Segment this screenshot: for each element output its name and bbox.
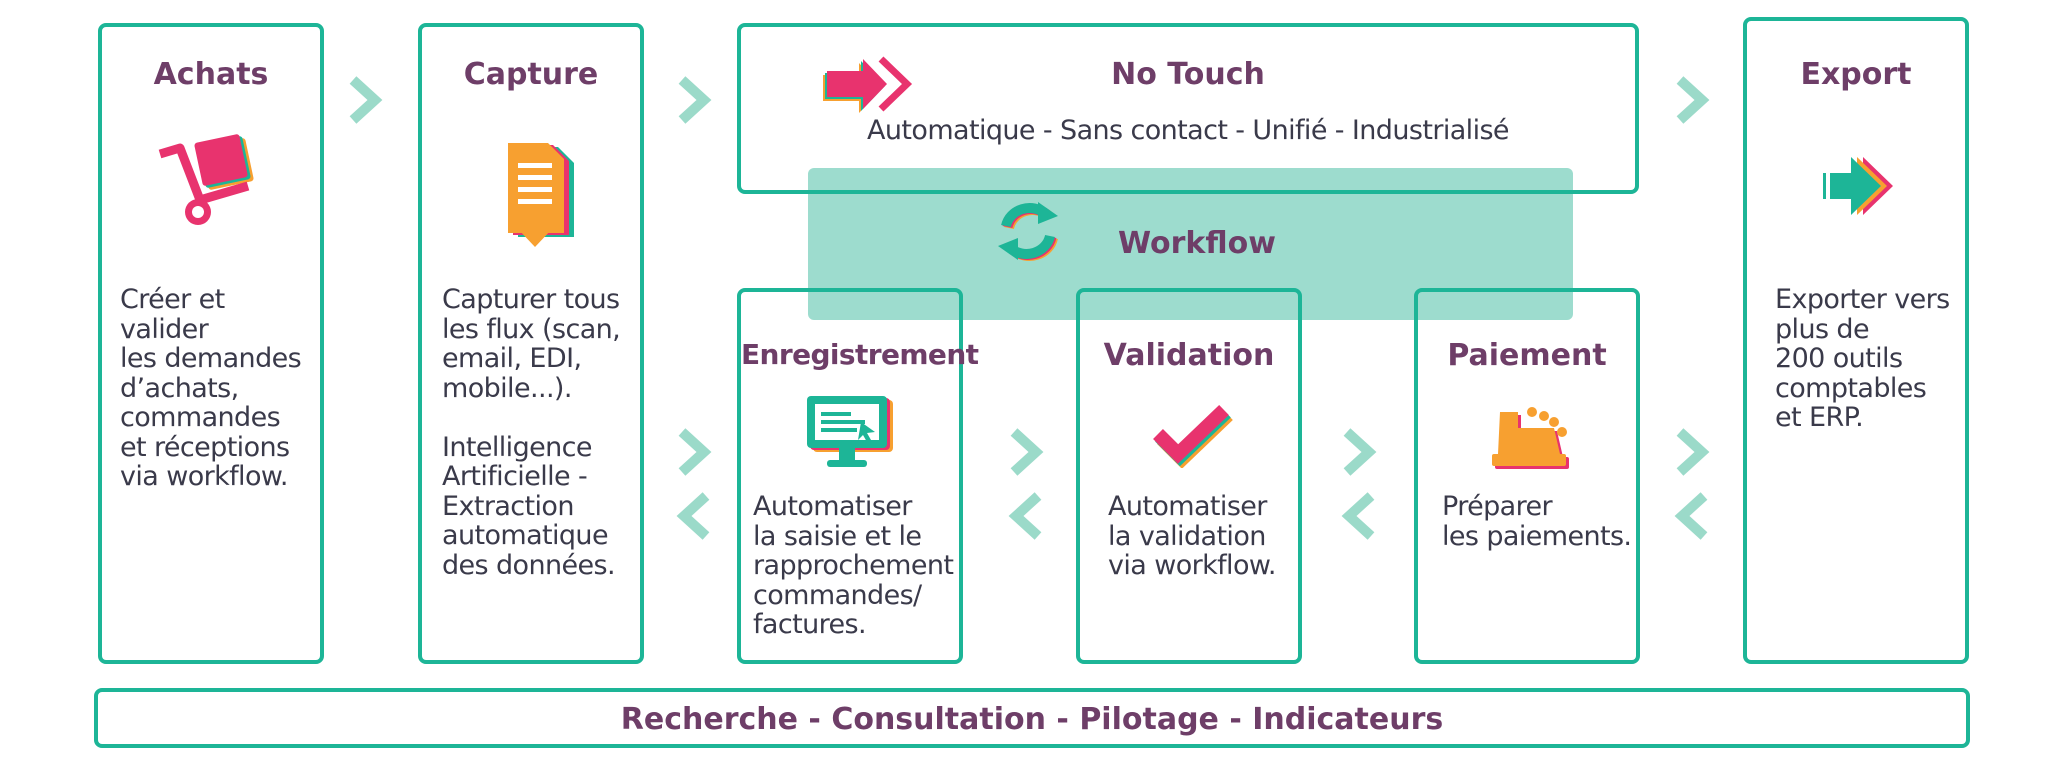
enregistrement-card: Enregistrement Automatiser la saisie et … (737, 288, 979, 664)
cash-register-icon (1492, 407, 1569, 469)
validation-card: Validation Automatiser la validation via… (1076, 288, 1302, 664)
enregistrement-desc: Automatiser la saisie et le rapprochemen… (753, 491, 954, 640)
chevron-right-icon (678, 428, 712, 476)
achats-card: Achats Créer et valider les demandes d’a… (98, 23, 324, 664)
refresh-icon (998, 202, 1058, 261)
notouch-subtitle: Automatique - Sans contact - Unifié - In… (867, 115, 1510, 146)
chevron-left-icon (1674, 492, 1708, 540)
paiement-card: Paiement Préparer les paiements. (1414, 288, 1640, 664)
validation-desc: Automatiser la validation via workflow. (1108, 491, 1276, 581)
footer-bar: Recherche - Consultation - Pilotage - In… (94, 688, 1970, 748)
achats-desc: Créer et valider les demandes d’achats, … (120, 284, 302, 492)
monitor-icon (807, 396, 893, 467)
export-card: Export Exporter vers plus de 200 outils … (1743, 17, 1969, 664)
chevron-right-icon (1010, 428, 1044, 476)
enregistrement-title: Enregistrement (741, 338, 979, 371)
notouch-card: No Touch Automatique - Sans contact - Un… (737, 23, 1639, 194)
paiement-title: Paiement (1447, 338, 1607, 373)
chevron-right-icon (349, 76, 383, 124)
achats-title: Achats (153, 57, 269, 92)
workflow-label: Workflow (1118, 226, 1276, 261)
validation-title: Validation (1103, 338, 1275, 373)
capture-card: Capture Capturer tous les flux (scan, em… (418, 23, 644, 664)
chevron-right-icon (1676, 428, 1710, 476)
footer-label: Recherche - Consultation - Pilotage - In… (620, 702, 1444, 737)
chevron-right-icon (1343, 428, 1377, 476)
paiement-desc: Préparer les paiements. (1442, 491, 1632, 552)
arrow-right-icon (1817, 157, 1893, 215)
export-desc: Exporter vers plus de 200 outils comptab… (1775, 284, 1950, 433)
chevron-left-icon (1341, 492, 1375, 540)
notouch-title: No Touch (1111, 57, 1265, 92)
double-arrow-icon (823, 56, 913, 113)
chevron-right-icon (1676, 76, 1710, 124)
chevron-left-icon (676, 492, 710, 540)
cart-icon (158, 134, 254, 225)
capture-title: Capture (463, 57, 599, 92)
export-title: Export (1800, 57, 1912, 92)
checkmark-icon (1153, 404, 1233, 468)
document-download-icon (508, 143, 574, 247)
capture-desc: Capturer tous les flux (scan, email, EDI… (442, 284, 621, 581)
chevron-right-icon (678, 76, 712, 124)
chevron-left-icon (1008, 492, 1042, 540)
